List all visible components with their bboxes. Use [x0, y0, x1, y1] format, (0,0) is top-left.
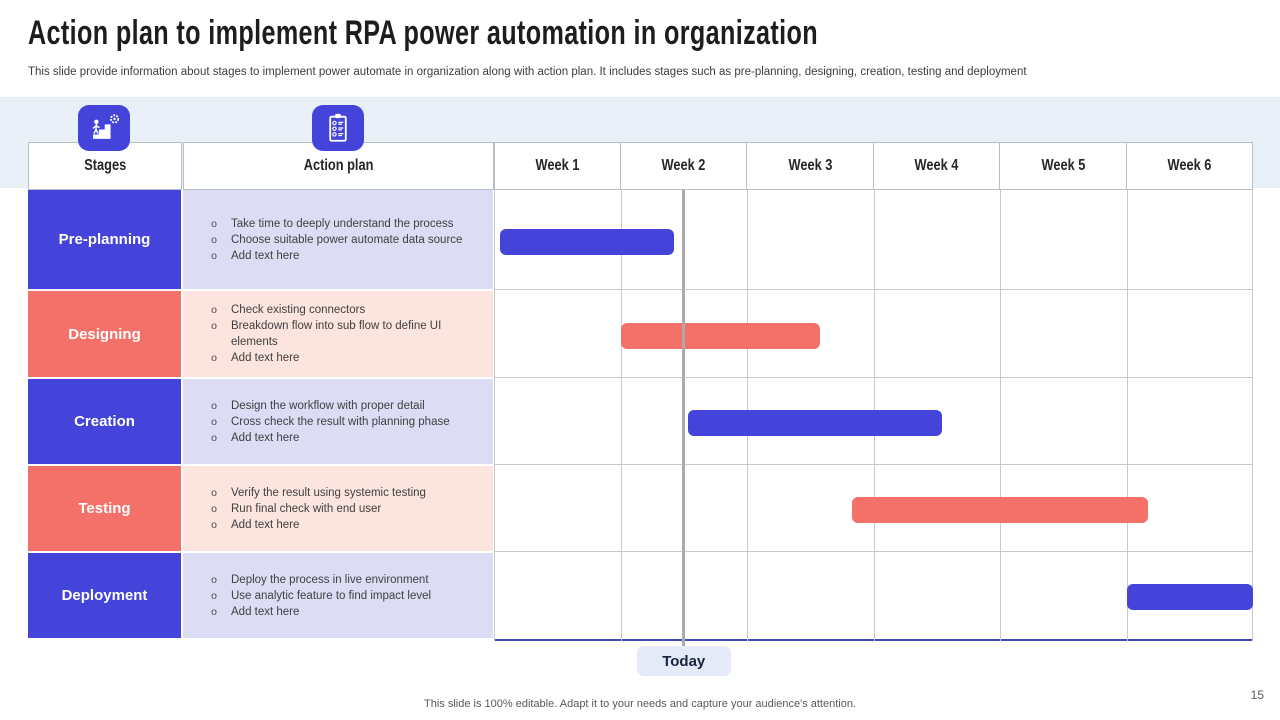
- action-plan-header-label: Action plan: [303, 157, 374, 174]
- gantt-bar-creation: [687, 410, 942, 436]
- action-plan-icon: [312, 105, 364, 151]
- stage-cell-deployment: Deployment: [28, 553, 181, 638]
- gantt-area: [494, 190, 1253, 641]
- week-2-header: Week 2: [620, 142, 747, 190]
- gantt-bar-deployment: [1126, 584, 1253, 610]
- gantt-bar-testing: [851, 497, 1148, 523]
- slide-subtitle: This slide provide information about sta…: [28, 66, 1027, 78]
- stage-cell-pre-planning: Pre-planning: [28, 190, 181, 289]
- gantt-bar-designing: [620, 323, 821, 349]
- grid-line-vertical: [494, 190, 495, 641]
- week-1-header: Week 1: [494, 142, 621, 190]
- stage-cell-designing: Designing: [28, 291, 181, 377]
- gantt-bar-pre-planning: [500, 229, 674, 255]
- grid-line-vertical: [1000, 190, 1001, 641]
- grid-line-horizontal: [494, 377, 1253, 378]
- stages-header-label: Stages: [84, 157, 126, 174]
- stage-cell-testing: Testing: [28, 466, 181, 551]
- stage-label: Designing: [68, 325, 141, 343]
- stage-label: Deployment: [61, 587, 148, 604]
- week-6-header: Week 6: [1126, 142, 1253, 190]
- grid-line-horizontal: [494, 551, 1253, 552]
- stage-label: Pre-planning: [58, 231, 151, 248]
- grid-line-vertical: [1252, 190, 1253, 641]
- footer-note: This slide is 100% editable. Adapt it to…: [424, 698, 856, 710]
- page-number: 15: [1250, 688, 1264, 702]
- grid-line-horizontal: [494, 289, 1253, 290]
- week-4-header: Week 4: [873, 142, 1000, 190]
- stage-cell-creation: Creation: [28, 379, 181, 464]
- today-line: [682, 190, 686, 648]
- grid-line-vertical: [1126, 190, 1128, 641]
- grid-line-horizontal: [494, 464, 1253, 465]
- today-label: Today: [636, 646, 731, 676]
- page-title: Action plan to implement RPA power autom…: [28, 14, 818, 52]
- week-5-header: Week 5: [999, 142, 1127, 190]
- stages-icon: [78, 105, 130, 151]
- grid-line-vertical: [620, 190, 622, 641]
- stage-label: Testing: [78, 500, 131, 517]
- stage-label: Creation: [74, 413, 135, 430]
- week-3-header: Week 3: [746, 142, 874, 190]
